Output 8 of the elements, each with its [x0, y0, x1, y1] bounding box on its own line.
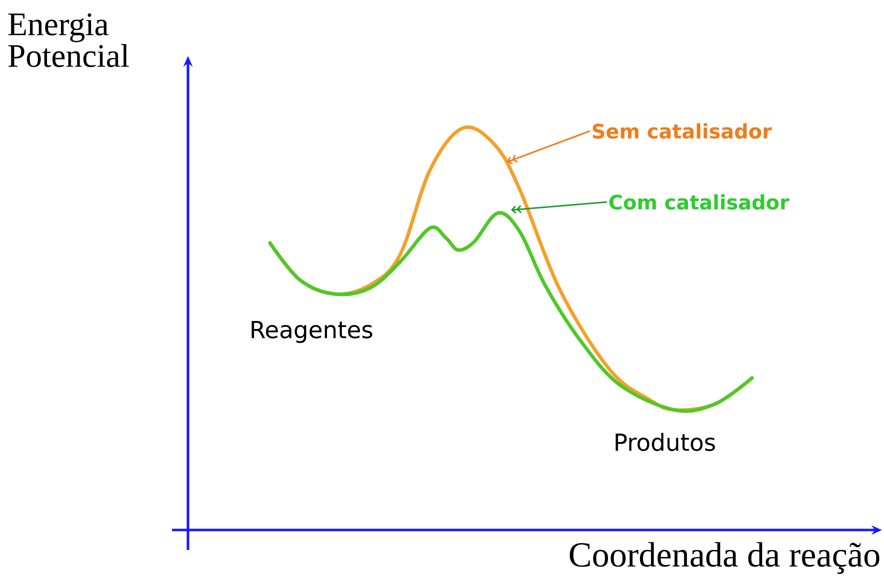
curve-label: Com catalisador [609, 194, 790, 210]
curve-label: Sem catalisador [592, 123, 772, 139]
leader-arrow [511, 201, 608, 214]
leader-arrow [507, 130, 590, 164]
region-label: Reagentes [252, 321, 372, 343]
axis-label: Energia Potencial [8, 13, 129, 68]
region-label: Produtos [616, 432, 715, 452]
axis-label: Coordenada da reação [570, 542, 880, 574]
